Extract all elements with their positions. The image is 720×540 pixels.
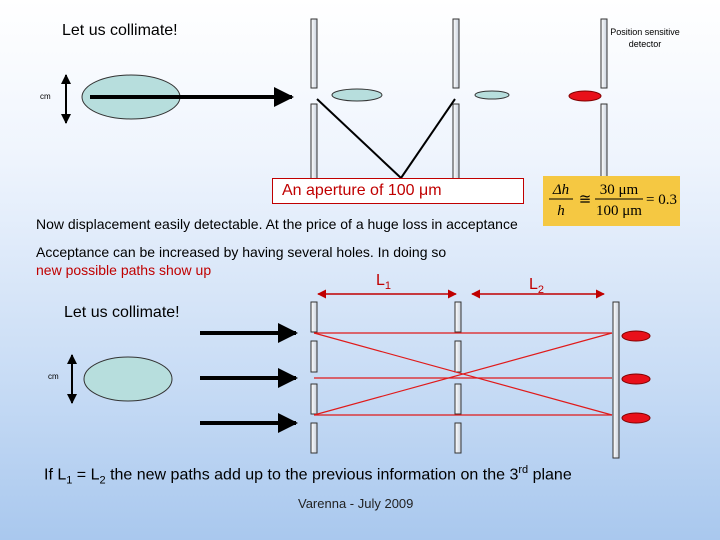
resolution-formula: Δh h ≅ 30 μm 100 μm = 0.3 bbox=[549, 182, 677, 219]
collimator-plate-1-upper bbox=[310, 18, 318, 89]
detector-spot bbox=[568, 90, 602, 102]
top-title: Let us collimate! bbox=[62, 22, 178, 39]
aperture-pointer-right bbox=[400, 98, 456, 179]
formula-box: Δh h ≅ 30 μm 100 μm = 0.3 bbox=[543, 176, 680, 226]
collimator-plate-1-lower bbox=[310, 103, 318, 187]
conclusion-part-2: = L bbox=[72, 466, 100, 484]
L1-label: L1 bbox=[376, 272, 391, 292]
acceptance-note-text: Acceptance can be increased by having se… bbox=[36, 244, 447, 260]
formula-numerator-left: Δh bbox=[552, 182, 569, 198]
collimator-plate-2-lower bbox=[452, 103, 460, 187]
detector-plate-lower bbox=[600, 103, 608, 187]
detector-spot-middle bbox=[621, 373, 651, 385]
acceptance-note-highlight: new possible paths show up bbox=[36, 262, 212, 278]
middle-title: Let us collimate! bbox=[64, 304, 180, 321]
conclusion-sub-1: 1 bbox=[66, 474, 73, 487]
detector-plate-bottom bbox=[612, 301, 620, 459]
collimator-plate-2-upper bbox=[452, 18, 460, 89]
conclusion-sup: rd bbox=[518, 464, 529, 476]
collimator-b1-seg1 bbox=[310, 301, 318, 333]
footer-text: Varenna - July 2009 bbox=[298, 496, 414, 511]
aperture-pointer-left bbox=[316, 98, 402, 179]
conclusion-part-4: plane bbox=[528, 466, 572, 484]
collimator-b2-seg1 bbox=[454, 301, 462, 333]
L2-label: L2 bbox=[529, 276, 544, 296]
formula-approx-sign: ≅ bbox=[579, 192, 592, 208]
acceptance-note: Acceptance can be increased by having se… bbox=[36, 243, 456, 279]
aperture-label: An aperture of 100 μm bbox=[272, 178, 524, 204]
path-line-cross-up bbox=[313, 332, 613, 416]
detector-spot-upper bbox=[621, 330, 651, 342]
collimator-b1-seg2 bbox=[310, 340, 318, 373]
formula-numerator-right: 30 μm bbox=[600, 182, 639, 198]
collimator-b1-seg3 bbox=[310, 383, 318, 415]
collimator-b2-seg2 bbox=[454, 340, 462, 373]
cm-label: cm bbox=[40, 92, 51, 101]
collimator-b1-seg4 bbox=[310, 422, 318, 454]
conclusion-part-3: the new paths add up to the previous inf… bbox=[105, 466, 519, 484]
formula-denominator-left: h bbox=[557, 203, 565, 219]
detector-plate-upper bbox=[600, 18, 608, 89]
image-ellipse-2 bbox=[474, 90, 510, 100]
detector-spot-lower bbox=[621, 412, 651, 424]
cm-label-2: cm bbox=[48, 372, 59, 381]
L1-subscript: 1 bbox=[384, 280, 392, 293]
L1-letter: L bbox=[376, 272, 385, 289]
source-ellipse-2 bbox=[83, 356, 173, 402]
L2-letter: L bbox=[529, 276, 538, 293]
formula-denominator-right: 100 μm bbox=[596, 203, 642, 219]
image-ellipse-1 bbox=[331, 88, 383, 102]
displacement-note: Now displacement easily detectable. At t… bbox=[36, 216, 518, 232]
L2-subscript: 2 bbox=[537, 284, 545, 297]
conclusion-part-1: If L bbox=[44, 466, 67, 484]
conclusion-text: If L1 = L2 the new paths add up to the p… bbox=[44, 464, 572, 487]
formula-result: = 0.3 bbox=[646, 192, 677, 208]
collimator-b2-seg4 bbox=[454, 422, 462, 454]
conclusion-sub-2: 2 bbox=[99, 474, 106, 487]
collimator-b2-seg3 bbox=[454, 383, 462, 415]
detector-label: Position sensitive detector bbox=[610, 27, 680, 49]
